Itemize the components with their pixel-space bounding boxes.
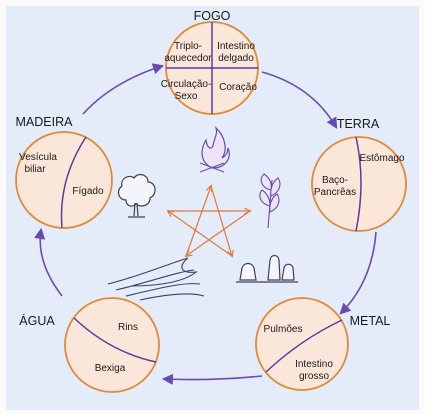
terra-organ-pancreas: Pancrêas [314,187,356,198]
metal-organ-grosso: grosso [299,371,329,382]
madeira-circle [16,132,112,228]
fogo-organ-aquecedor: aquecedor [164,53,212,64]
madeira-label: MADEIRA [16,115,74,129]
madeira-organ-vesicula: Vesícula [19,152,57,163]
madeira-organ-biliar: biliar [24,164,46,175]
metal-organ-pulmoes: Pulmões [264,324,303,335]
agua-organ-bexiga: Bexiga [95,363,126,374]
agua-circle [65,298,159,392]
fogo-organ-intestino: Intestino [217,41,255,52]
fogo-label: FOGO [194,9,231,23]
terra-label: TERRA [337,117,380,131]
agua-label: ÁGUA [19,313,55,328]
terra-organ-estomago: Estômago [359,153,404,164]
metal-label: METAL [350,314,391,328]
agua-organ-rins: Rins [118,322,138,333]
fogo-organ-sexo: Sexo [175,91,198,102]
metal-organ-intestino: Intestino [295,359,333,370]
fogo-organ-coracao: Coração [219,82,257,93]
fogo-organ-triplo: Triplo- [174,41,202,52]
fogo-organ-delgado: delgado [218,53,254,64]
terra-organ-baco: Baço- [322,175,348,186]
fogo-organ-circulacao: Circulação- [161,79,212,90]
madeira-organ-figado: Fígado [72,186,104,197]
